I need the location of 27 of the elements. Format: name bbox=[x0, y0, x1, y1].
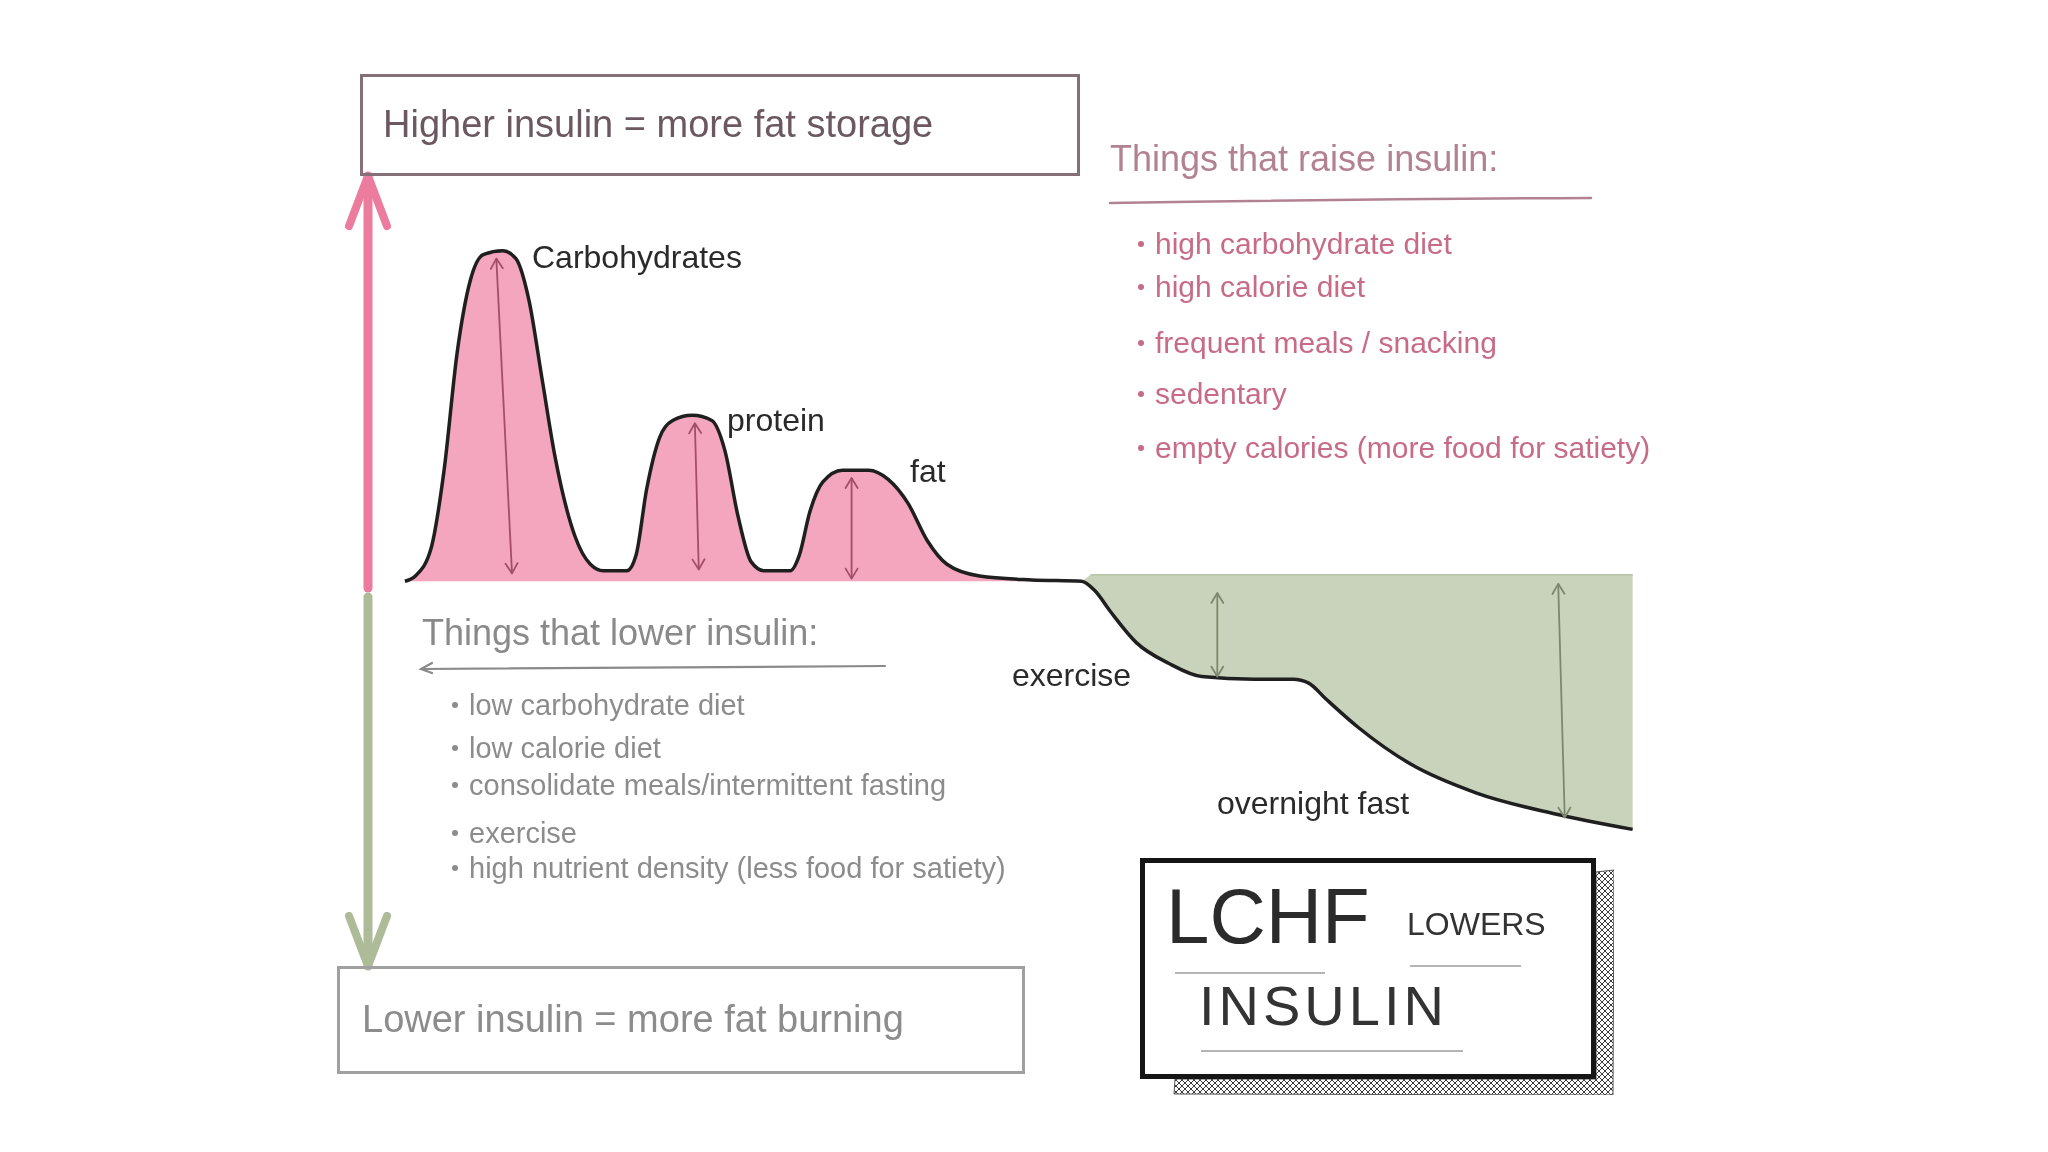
slogan-text: LCHF bbox=[1166, 877, 1370, 955]
statement-panel bbox=[360, 74, 1080, 176]
list-item-text: high calorie diet bbox=[1155, 269, 1366, 305]
list-heading: Things that lower insulin: bbox=[422, 611, 819, 655]
list-item-text: high nutrient density (less food for satiety) bbox=[469, 851, 1006, 886]
list-item-text: exercise bbox=[469, 816, 577, 851]
statement-text: Lower insulin = more fat burning bbox=[362, 997, 904, 1043]
list-item-text: frequent meals / snacking bbox=[1155, 325, 1497, 361]
list-item-text: low calorie diet bbox=[469, 731, 661, 766]
slogan-text: INSULIN bbox=[1199, 978, 1448, 1034]
arrow bbox=[345, 171, 391, 593]
peak-label: Carbohydrates bbox=[532, 238, 742, 277]
peak-label: protein bbox=[727, 401, 825, 440]
statement-panel bbox=[337, 966, 1025, 1074]
list-heading: Things that raise insulin: bbox=[1110, 137, 1499, 181]
list-item-text: sedentary bbox=[1155, 376, 1287, 412]
slogan-text: LOWERS bbox=[1407, 908, 1546, 940]
statement-text: Higher insulin = more fat storage bbox=[383, 102, 934, 148]
curve-label: overnight fast bbox=[1217, 784, 1410, 823]
slogan-panel bbox=[1140, 858, 1614, 1095]
list-item-text: empty calories (more food for satiety) bbox=[1155, 430, 1651, 466]
list-item-text: high carbohydrate diet bbox=[1155, 226, 1452, 262]
curve-label: exercise bbox=[1012, 656, 1132, 695]
arrow bbox=[345, 592, 391, 971]
list-item-text: consolidate meals/intermittent fasting bbox=[469, 768, 947, 803]
list-item-text: low carbohydrate diet bbox=[469, 688, 745, 723]
peak-label: fat bbox=[910, 452, 946, 491]
